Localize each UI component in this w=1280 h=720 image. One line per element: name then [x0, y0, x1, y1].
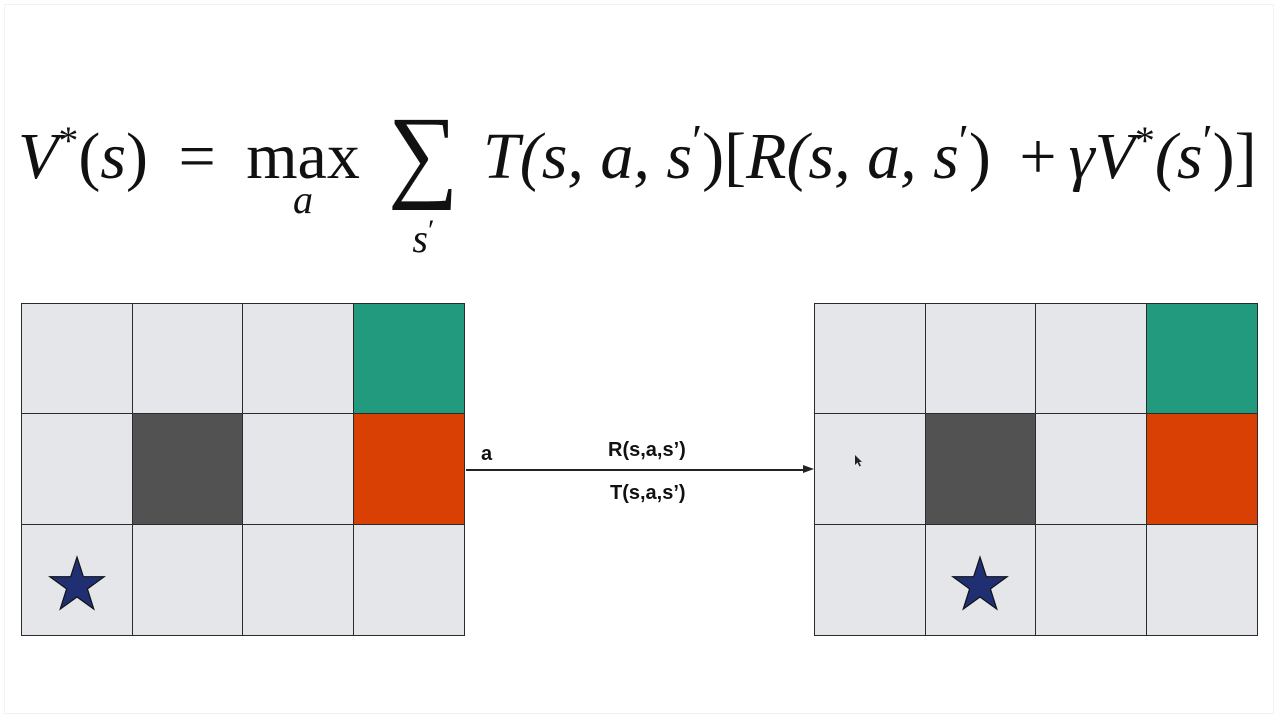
grid-cell-empty — [22, 414, 133, 525]
star-icon — [951, 555, 1010, 611]
grid-cell-empty — [1036, 524, 1147, 635]
grid-cell-wall — [132, 414, 243, 525]
grid-cell-empty — [132, 304, 243, 415]
eq-plus: + — [1019, 120, 1057, 193]
grid-cell-wall — [925, 414, 1036, 525]
gridworld-state-s-prime — [814, 303, 1258, 636]
eq-v-star: * — [58, 118, 79, 163]
grid-cell-agent — [925, 524, 1036, 635]
grid-cell-empty — [22, 304, 133, 415]
eq-equals: = — [178, 120, 216, 193]
slide-frame — [4, 4, 1274, 714]
mouse-cursor-icon — [855, 455, 862, 467]
eq-v: V — [18, 120, 59, 193]
grid-cell-empty — [815, 524, 926, 635]
grid-cell-empty — [925, 304, 1036, 415]
eq-max-sub: a — [293, 177, 314, 222]
grid-cell-empty — [243, 524, 354, 635]
grid-cell-pit — [353, 414, 464, 525]
grid-cell-pit — [1146, 414, 1257, 525]
grid-cell-empty — [353, 524, 464, 635]
gridworld-state-s — [21, 303, 465, 636]
grid-cell-empty — [815, 304, 926, 415]
grid-cell-empty — [1036, 304, 1147, 415]
grid-cell-empty — [243, 304, 354, 415]
grid-cell-empty — [132, 524, 243, 635]
grid-cell-empty — [1036, 414, 1147, 525]
action-label: a — [481, 443, 493, 465]
eq-r: R — [746, 120, 787, 193]
grid-cell-goal — [1146, 304, 1257, 415]
eq-gamma: γ — [1068, 120, 1095, 193]
grid-cell-empty — [1146, 524, 1257, 635]
sigma-icon: ∑ — [388, 96, 459, 211]
grid-cell-goal — [353, 304, 464, 415]
transition-arrow — [466, 465, 814, 473]
eq-sum-sub: s′ — [412, 214, 435, 261]
grid-cell-empty — [243, 414, 354, 525]
grid-cell-agent — [22, 524, 133, 635]
arrow-line — [466, 469, 804, 471]
eq-t: T — [483, 120, 520, 193]
grid-cell-empty — [815, 414, 926, 525]
star-icon — [47, 555, 106, 611]
eq-sum-operator: ∑s′ — [386, 96, 460, 259]
reward-label: R(s,a,s’) — [608, 439, 686, 461]
arrow-head-icon — [803, 465, 814, 473]
transition-prob-label: T(s,a,s’) — [610, 482, 686, 504]
